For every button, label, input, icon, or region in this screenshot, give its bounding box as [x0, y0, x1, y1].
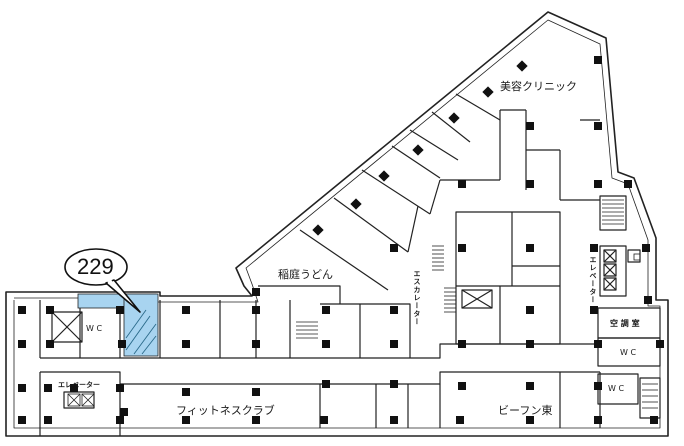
bifun-higashi-label: ビーフン東	[498, 404, 553, 417]
wc-left-label: W C	[86, 324, 103, 333]
unit-number-label: 229	[77, 254, 114, 279]
corridor-lower-line	[40, 371, 600, 385]
escalator-label: エスカレーター	[413, 270, 421, 326]
fitness-club-label: フィットネスクラブ	[176, 404, 275, 417]
wc-right-lower-label: W C	[608, 384, 625, 393]
inaniwa-udon-label: 稲庭うどん	[278, 268, 333, 281]
wc-right-upper-label: W C	[620, 348, 637, 357]
air-conditioning-room-label: 空 調 室	[610, 319, 640, 328]
unit-callout-bubble	[64, 248, 141, 313]
building-outline	[5, 11, 669, 437]
elevator-left-label: エレベーター	[58, 381, 100, 389]
building-inner-outline	[13, 19, 661, 429]
elevator-right-label: エレベーター	[589, 256, 597, 304]
highlighted-unit-229	[77, 293, 159, 357]
clinic-label: 美容クリニック	[500, 80, 577, 93]
